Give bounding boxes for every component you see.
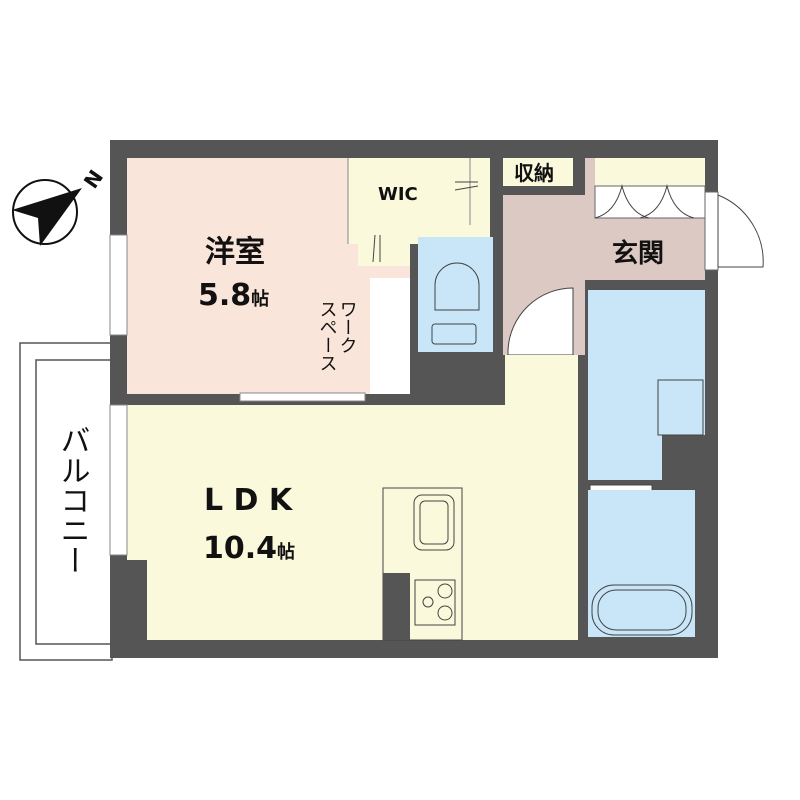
storage-label: 収納: [514, 161, 554, 185]
bathroom: [588, 490, 695, 637]
workspace: [370, 278, 410, 394]
north-arrow-icon: [12, 188, 82, 246]
toilet-room: [418, 237, 493, 352]
window: [109, 404, 128, 556]
balcony: [19, 342, 113, 661]
compass-north-label: N: [79, 165, 108, 192]
door-swing: [507, 287, 574, 356]
washroom: [588, 290, 705, 551]
front-door: [704, 191, 764, 271]
wic-label: WIC: [378, 184, 418, 205]
entrance-label: 玄関: [612, 238, 664, 269]
storage: [503, 158, 573, 186]
sliding-door: [239, 392, 366, 402]
compass: [12, 179, 82, 246]
western-room-size: 5.8帖: [198, 278, 269, 313]
entrance: [585, 158, 706, 280]
ldk-name: L D K: [204, 483, 294, 518]
workspace-label-1: ワーク: [337, 300, 358, 354]
ldk: [127, 355, 578, 640]
wic: [347, 158, 490, 266]
kitchen-counter: [382, 487, 463, 641]
workspace-label-2: スペース: [317, 300, 338, 372]
window: [109, 234, 128, 336]
balcony-label: バルコニー: [55, 425, 90, 575]
western-room-name: 洋室: [205, 235, 265, 270]
ldk-size: 10.4帖: [203, 531, 295, 566]
